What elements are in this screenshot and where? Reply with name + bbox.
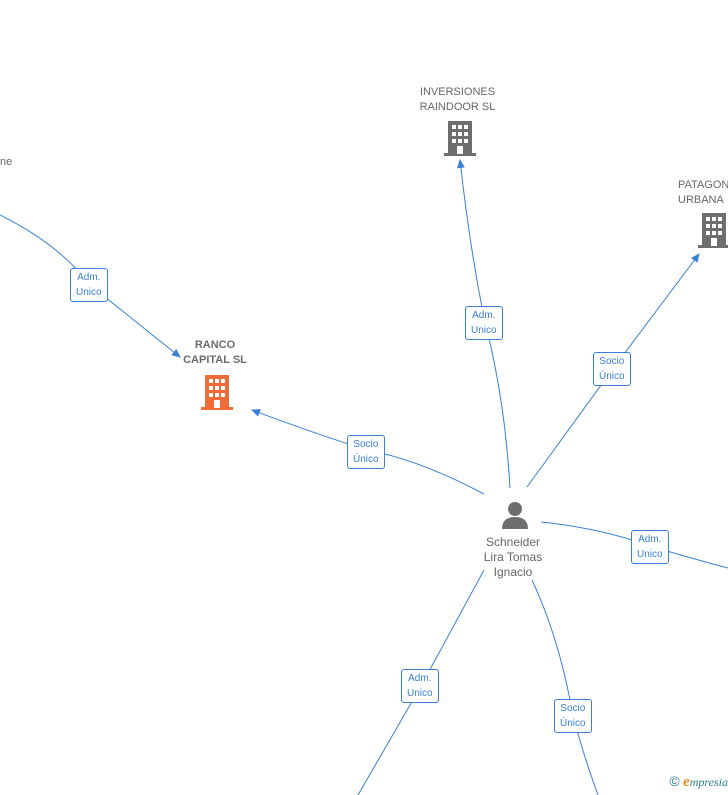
empresia-watermark: © empresia (669, 773, 728, 791)
brand-e-logo: e (683, 774, 690, 790)
copyright-symbol: © (669, 773, 680, 789)
edge-label-person-bottom[interactable]: Socio Único (554, 699, 592, 733)
brand-name: mpresia (689, 775, 728, 789)
building-icon-inversiones[interactable] (443, 120, 477, 156)
building-icon-patagonia[interactable] (697, 212, 728, 248)
edge-label-person-ranco[interactable]: Socio Único (347, 435, 385, 469)
edge-label-person-bottom-left[interactable]: Adm. Unico (401, 669, 439, 703)
edge-label-person-right[interactable]: Adm. Unico (631, 530, 669, 564)
person-icon[interactable] (500, 500, 530, 530)
edge-person-to-bottom (531, 579, 599, 795)
node-label-inversiones[interactable]: INVERSIONES RAINDOOR SL (419, 86, 496, 113)
node-label-left-partial[interactable]: ne (0, 156, 13, 168)
edge-label-person-patagonia[interactable]: Socio Único (593, 352, 631, 386)
node-label-patagonia[interactable]: PATAGON URBANA (678, 179, 728, 206)
node-label-ranco[interactable]: RANCO CAPITAL SL (183, 339, 247, 366)
node-label-person[interactable]: Schneider Lira Tomas Ignacio (483, 535, 543, 579)
building-icon-ranco[interactable] (200, 374, 234, 410)
edge-label-left-ranco[interactable]: Adm. Unico (70, 268, 108, 302)
edge-label-person-inversiones[interactable]: Adm. Unico (465, 306, 503, 340)
